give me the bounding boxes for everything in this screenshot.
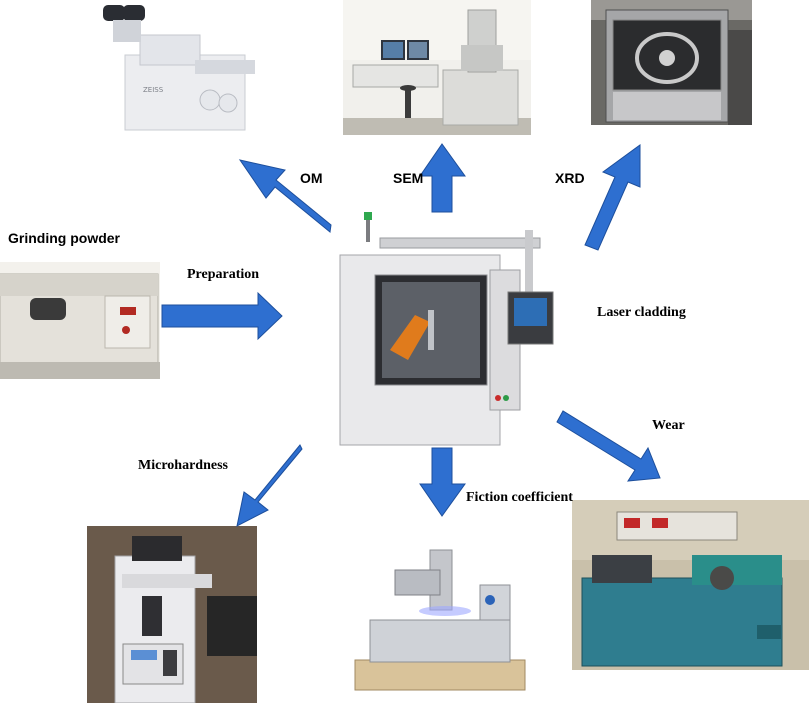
wear-tester-photo (572, 500, 809, 670)
arrow-friction (419, 447, 466, 517)
arrow-microhardness (236, 444, 303, 527)
optical-microscope-photo: ZEISS (95, 0, 275, 140)
x-ray-diffractometer-photo (591, 0, 752, 125)
label-grinding-powder: Grinding powder (8, 230, 120, 246)
label-wear: Wear (652, 418, 685, 433)
arrow-xrd (584, 144, 641, 251)
label-xrd: XRD (555, 170, 585, 186)
arrow-wear (556, 410, 661, 482)
label-preparation: Preparation (187, 267, 260, 282)
microhardness-tester-photo (87, 526, 257, 703)
label-microhardness: Microhardness (138, 458, 228, 473)
svg-text:ZEISS: ZEISS (143, 86, 164, 94)
label-laser-cladding: Laser cladding (597, 305, 686, 320)
grinding-machine-photo (0, 262, 160, 379)
arrow-preparation (161, 291, 283, 341)
laser-cladding-machine-photo (320, 210, 570, 450)
arrow-sem (419, 143, 466, 213)
label-om: OM (300, 170, 323, 186)
label-friction-coefficient: Fiction coefficient (466, 490, 573, 505)
tribometer-photo (340, 545, 535, 703)
scanning-electron-microscope-photo (343, 0, 531, 135)
label-sem: SEM (393, 170, 424, 186)
